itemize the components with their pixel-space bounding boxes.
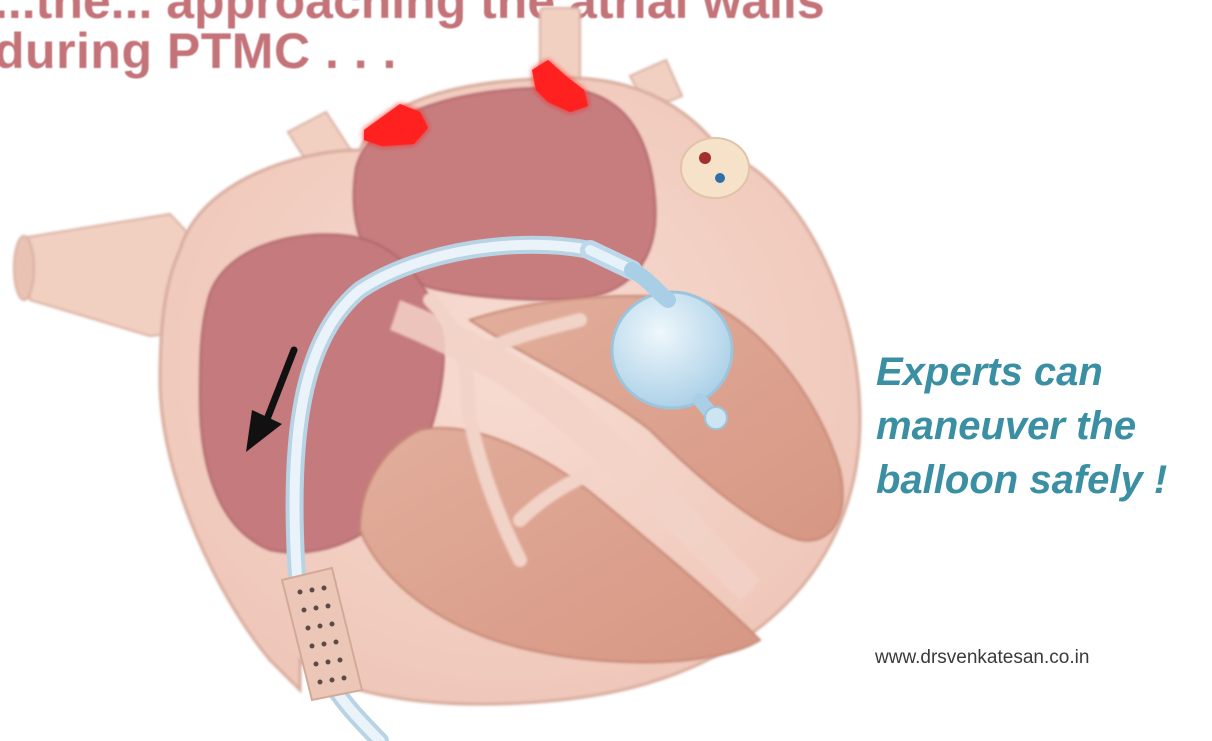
caption-line-1: Experts can (876, 345, 1206, 399)
caption-line-3: balloon safely ! (876, 453, 1206, 507)
caption: Experts can maneuver the balloon safely … (876, 345, 1206, 507)
website-url: www.drsvenkatesan.co.in (875, 647, 1089, 669)
coronary-vessels-icon (681, 138, 749, 198)
caption-line-2: maneuver the (876, 399, 1206, 453)
